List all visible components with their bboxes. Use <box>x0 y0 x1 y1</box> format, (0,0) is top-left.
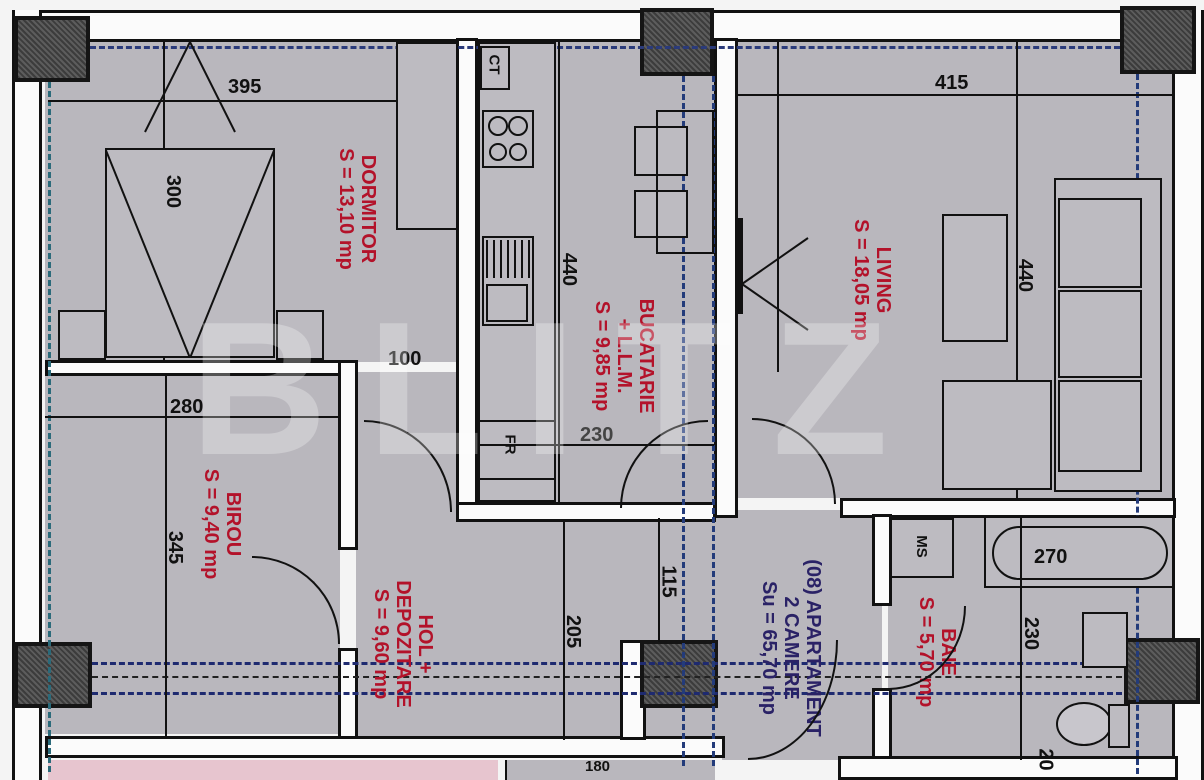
dim-line-440-living <box>1016 42 1018 498</box>
label-ct: CT <box>485 54 503 75</box>
adjacent-unit-strip <box>48 760 498 780</box>
dim-100: 100 <box>388 348 422 370</box>
tv-angle-icon <box>741 237 809 331</box>
dim-280: 280 <box>170 396 204 418</box>
column-top-left <box>14 16 90 82</box>
room-name2-hol: DEPOZITARE <box>392 580 414 708</box>
wall-hol-baie-lower <box>872 688 892 760</box>
room-name-hol: HOL + <box>414 614 436 674</box>
bed <box>105 148 275 358</box>
dim-205: 205 <box>562 614 585 649</box>
dim-415: 415 <box>935 72 969 94</box>
column-top-mid <box>640 8 714 76</box>
tv-unit-line <box>777 42 779 372</box>
beam-line-vert-1 <box>682 76 685 766</box>
burner-icon <box>488 116 528 161</box>
adjacent-bath-strip <box>505 760 715 780</box>
dim-180: 180 <box>585 758 611 775</box>
nightstand-left <box>58 310 106 360</box>
column-bottom-left <box>14 642 92 708</box>
dim-20: 20 <box>1034 748 1057 771</box>
label-dormitor: DORMITOR S = 13,10 mp <box>331 139 379 279</box>
wall-bottom <box>45 736 725 758</box>
dim-line-230-kitchen <box>478 444 714 446</box>
wall-bottom-right <box>838 756 1178 780</box>
tv-wall-strip <box>737 218 743 314</box>
window-swing-icon <box>144 42 236 133</box>
beam-line-3 <box>92 692 1122 695</box>
watermark: BLITZ <box>190 283 929 495</box>
label-hol: HOL + DEPOZITARE S = 9,60 mp <box>364 554 436 734</box>
dim-line-230-bath <box>1020 516 1022 760</box>
room-name-dormitor: DORMITOR <box>357 154 379 264</box>
dim-230-bath: 230 <box>1020 616 1043 651</box>
armchair <box>942 380 1052 490</box>
sink-basin <box>486 284 528 322</box>
label-ms: MS <box>912 535 930 558</box>
bed-cross-icon <box>105 148 275 358</box>
fridge <box>478 420 556 480</box>
nightstand-right <box>276 310 324 360</box>
wall-birou-hol <box>338 360 358 550</box>
room-area-dormitor: S = 13,10 mp <box>335 148 357 270</box>
room-hol-right <box>722 510 882 760</box>
dim-300: 300 <box>162 174 185 209</box>
toilet-tank <box>1108 704 1130 748</box>
wardrobe <box>396 42 458 230</box>
dim-395: 395 <box>228 76 262 98</box>
dim-line-205 <box>563 520 565 740</box>
beam-line-2 <box>92 676 1122 678</box>
sofa-cushion-3 <box>1058 380 1142 472</box>
table <box>656 110 714 254</box>
washing-machine <box>890 518 954 578</box>
washbasin <box>1082 612 1128 668</box>
dim-440-living: 440 <box>1014 258 1037 293</box>
sink-drainboard-icon <box>486 240 530 278</box>
dim-115: 115 <box>657 565 680 598</box>
dim-line-280 <box>45 416 339 418</box>
dim-line-345 <box>165 376 167 736</box>
bathtub-inner <box>992 526 1168 580</box>
ct-box <box>480 46 510 90</box>
sofa-cushion-1 <box>1058 198 1142 288</box>
room-area-hol: S = 9,60 mp <box>370 588 392 700</box>
dim-line-415 <box>738 94 1172 96</box>
coffee-table <box>942 214 1008 342</box>
dim-230-kitchen: 230 <box>580 424 614 446</box>
toilet <box>1056 702 1112 746</box>
dim-line-440-kitchen <box>558 42 560 502</box>
beam-line-top <box>90 46 1120 49</box>
wall-bucatarie-living <box>714 38 738 518</box>
wall-hol-baie <box>872 514 892 606</box>
beam-line-1 <box>92 662 1122 665</box>
beam-line-vert-left <box>48 82 51 772</box>
sofa-cushion-2 <box>1058 290 1142 378</box>
column-bottom-mid <box>640 640 718 708</box>
chair-2 <box>634 190 688 238</box>
dim-345: 345 <box>164 530 187 565</box>
beam-line-vert-2 <box>712 76 715 766</box>
dim-line-395 <box>48 100 456 102</box>
room-birou <box>45 372 340 734</box>
dim-line-115 <box>658 518 660 642</box>
exterior-wall-top <box>12 10 1192 42</box>
column-top-right <box>1120 6 1196 74</box>
chair-1 <box>634 126 688 176</box>
dim-270: 270 <box>1034 546 1068 568</box>
